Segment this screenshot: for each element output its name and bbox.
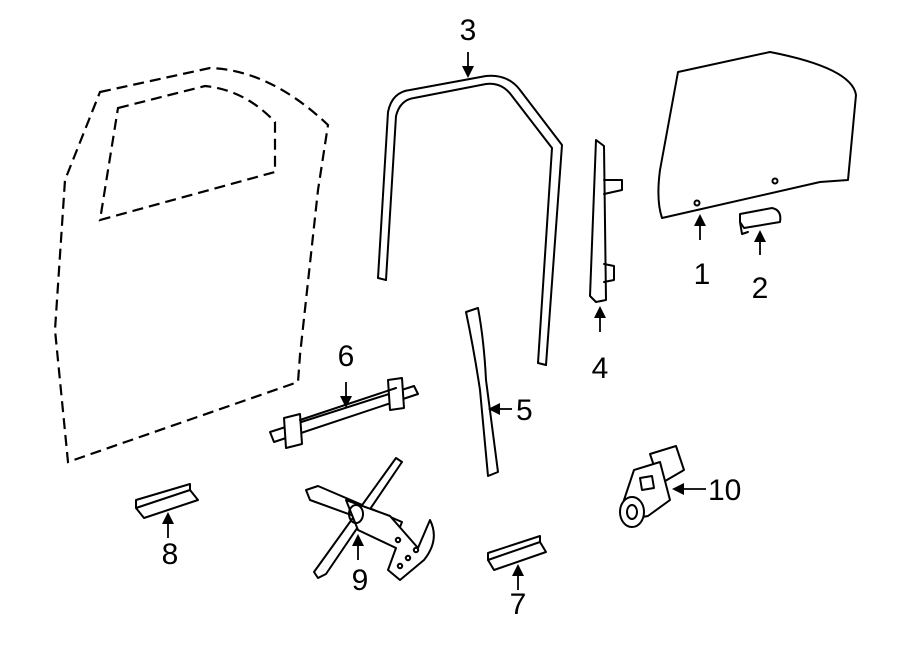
- part-block-right: [487, 535, 547, 571]
- callout-6: 6: [338, 340, 355, 408]
- part-block-left: [135, 483, 199, 519]
- callout-5: 5: [488, 394, 533, 427]
- callout-4: 4: [592, 306, 609, 385]
- part-glass-clip: [739, 207, 782, 235]
- callout-1: 1: [694, 214, 711, 291]
- callout-label: 7: [510, 588, 527, 621]
- callout-3: 3: [460, 14, 477, 78]
- part-window-regulator: [305, 457, 435, 581]
- part-door-glass: [657, 51, 857, 219]
- callout-9: 9: [352, 534, 369, 597]
- part-glass-run: [465, 307, 499, 477]
- callout-label: 2: [752, 272, 769, 305]
- callout-label: 4: [592, 352, 609, 385]
- callout-2: 2: [752, 230, 769, 305]
- callout-label: 3: [460, 14, 477, 47]
- callout-8: 8: [162, 512, 179, 571]
- part-rear-guide: [589, 139, 623, 303]
- callout-label: 10: [708, 474, 741, 507]
- callout-label: 1: [694, 258, 711, 291]
- callout-label: 6: [338, 340, 355, 373]
- part-run-channel: [377, 74, 563, 366]
- callout-label: 5: [516, 394, 533, 427]
- callout-label: 8: [162, 538, 179, 571]
- part-window-motor: [619, 445, 685, 528]
- callout-7: 7: [510, 564, 527, 621]
- callout-10: 10: [672, 474, 741, 507]
- part-sash-channel: [269, 377, 419, 449]
- callout-label: 9: [352, 564, 369, 597]
- door-shell-outline: [53, 66, 330, 464]
